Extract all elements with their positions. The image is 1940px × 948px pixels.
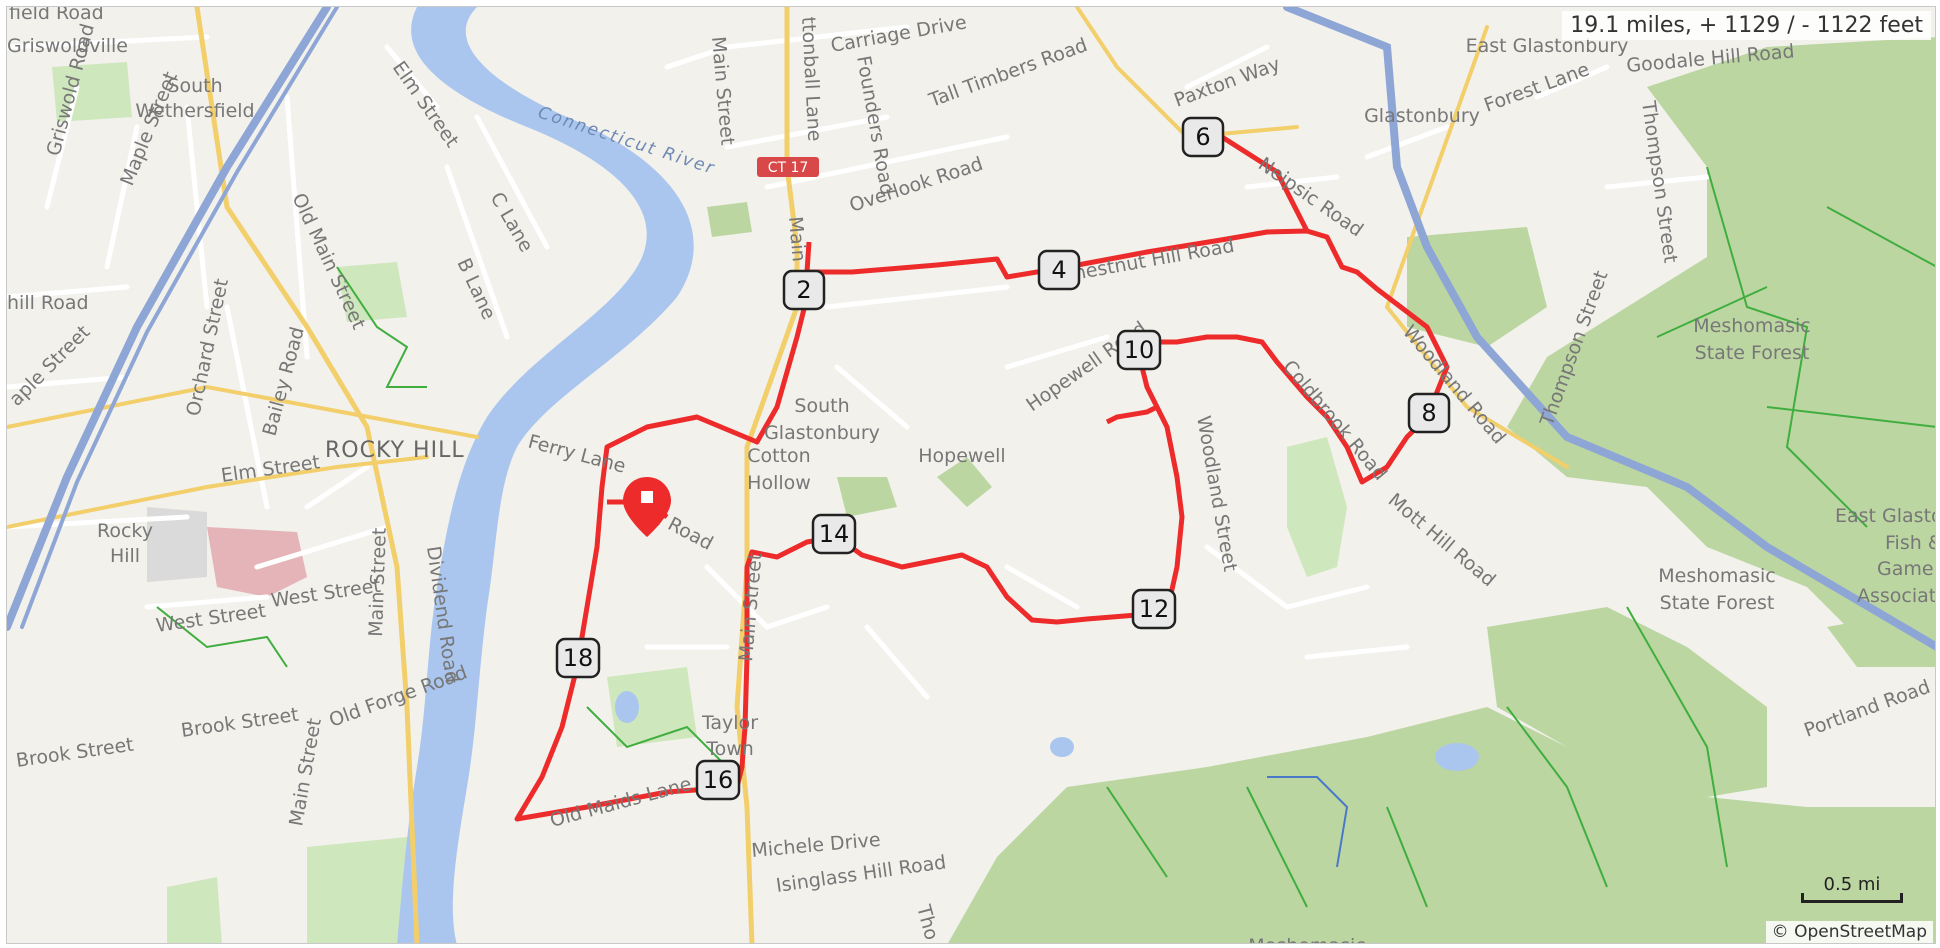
- svg-text:4: 4: [1051, 256, 1066, 284]
- scale-bar: 0.5 mi: [1801, 874, 1903, 903]
- place-label: State Forest: [1660, 592, 1775, 614]
- place-label: Hopewell: [918, 445, 1005, 467]
- pond: [1435, 743, 1479, 771]
- svg-text:16: 16: [703, 766, 734, 794]
- svg-text:6: 6: [1195, 123, 1210, 151]
- place-label: Glastonbury: [1364, 105, 1480, 127]
- place-label: Meshomasic: [1693, 315, 1810, 337]
- place-label: East Glaston: [1835, 505, 1936, 527]
- place-label: ROCKY HILL: [325, 438, 465, 463]
- pond: [1050, 737, 1074, 757]
- place-label: Griswoldville: [7, 35, 128, 57]
- map-view[interactable]: CT 17 field Road Griswold Road Maple Str…: [6, 6, 1936, 944]
- svg-text:CT 17: CT 17: [768, 160, 809, 176]
- mile-marker[interactable]: 8: [1407, 392, 1451, 434]
- place-label: Meshomasic: [1658, 565, 1775, 587]
- mile-marker[interactable]: 4: [1037, 249, 1081, 291]
- mile-marker[interactable]: 16: [695, 759, 741, 801]
- svg-text:8: 8: [1421, 399, 1436, 427]
- mile-marker[interactable]: 2: [782, 269, 826, 311]
- scale-label: 0.5 mi: [1823, 874, 1881, 895]
- svg-text:12: 12: [1139, 595, 1170, 623]
- road-label: hill Road: [7, 292, 89, 314]
- svg-text:10: 10: [1124, 336, 1155, 364]
- place-label: Meshomasic: [1248, 935, 1365, 944]
- minor-roads: [7, 24, 1710, 700]
- map-attribution[interactable]: © OpenStreetMap: [1765, 921, 1933, 943]
- mile-marker[interactable]: 6: [1181, 116, 1225, 158]
- place-label: Game: [1877, 558, 1934, 580]
- connecticut-river: [397, 7, 694, 943]
- attribution-link[interactable]: OpenStreetMap: [1794, 922, 1927, 942]
- road-label: field Road: [9, 7, 104, 24]
- mile-marker[interactable]: 10: [1116, 329, 1162, 371]
- mile-marker[interactable]: 12: [1131, 588, 1177, 630]
- place-label: South: [167, 75, 222, 97]
- pond: [615, 691, 639, 723]
- highways: [7, 7, 1935, 651]
- place-label: State Forest: [1695, 342, 1810, 364]
- svg-text:2: 2: [796, 276, 811, 304]
- svg-text:14: 14: [819, 520, 850, 548]
- mile-marker[interactable]: 14: [811, 513, 857, 555]
- place-label: Rocky: [97, 520, 153, 542]
- place-label: Hollow: [747, 472, 811, 494]
- road-label: Main: [784, 216, 810, 263]
- place-label: Associati: [1857, 585, 1936, 607]
- major-roads: [7, 7, 1569, 943]
- mile-marker[interactable]: 18: [555, 637, 601, 679]
- scale-line: [1801, 893, 1903, 903]
- place-label: Cotton: [747, 445, 810, 467]
- route-stats: 19.1 miles, + 1129 / - 1122 feet: [1562, 11, 1931, 40]
- copyright-symbol: ©: [1771, 922, 1789, 942]
- highway-shield: CT 17: [757, 157, 819, 177]
- place-label: Glastonbury: [764, 422, 880, 444]
- trails: [156, 166, 1935, 908]
- place-label: Wethersfield: [135, 100, 254, 122]
- place-label: Town: [705, 738, 754, 760]
- place-label: South: [794, 395, 849, 417]
- road-label: Main Street: [365, 527, 391, 637]
- place-label: Hill: [110, 545, 140, 567]
- forest-areas: [52, 37, 1935, 943]
- place-label: East Glastonbury: [1466, 35, 1629, 57]
- place-label: Taylor: [701, 712, 758, 734]
- map-canvas[interactable]: CT 17 field Road Griswold Road Maple Str…: [7, 7, 1936, 944]
- place-label: Fish &: [1885, 532, 1936, 554]
- route-line[interactable]: [514, 228, 1450, 822]
- route-line-branch[interactable]: [1220, 134, 1310, 233]
- svg-text:18: 18: [563, 644, 594, 672]
- stream: [1267, 776, 1349, 868]
- route-line-branch[interactable]: [1105, 404, 1159, 425]
- map-pin-icon[interactable]: [623, 477, 671, 537]
- place-labels: Griswoldville South Wethersfield ROCKY H…: [7, 35, 1936, 944]
